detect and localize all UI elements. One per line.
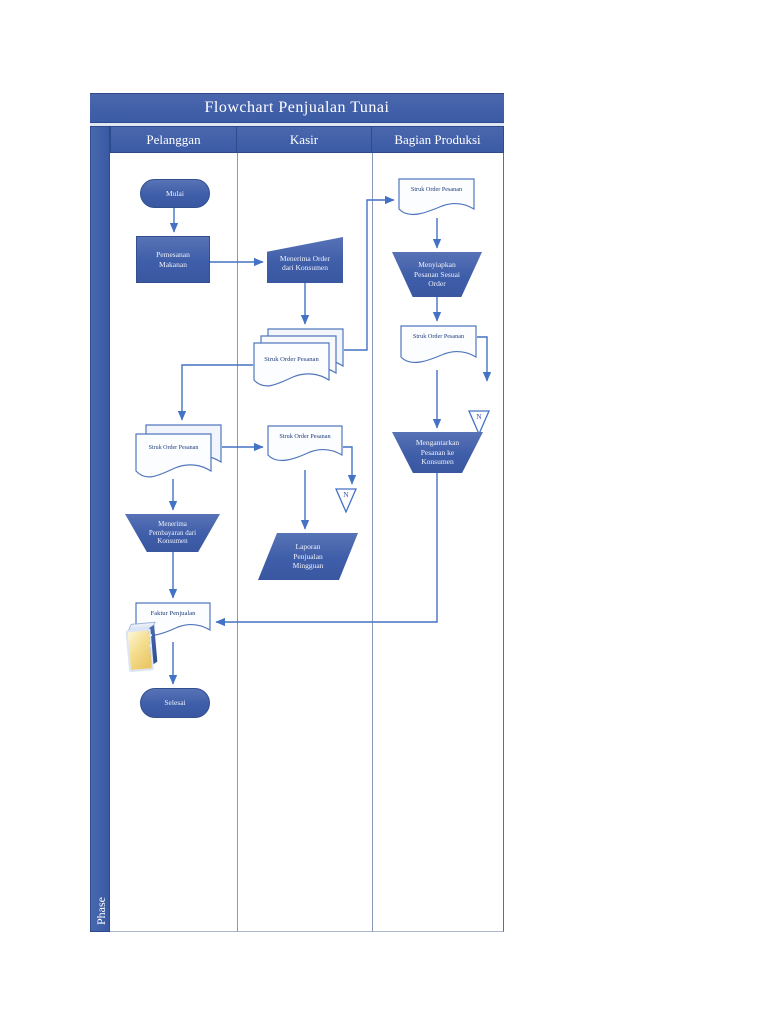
flowchart-page: Flowchart Penjualan Tunai Phase Pelangga… (90, 93, 504, 933)
node-label: N (476, 412, 482, 421)
flowchart-title-text: Flowchart Penjualan Tunai (204, 99, 390, 116)
lane-divider-1 (237, 153, 238, 932)
document-shape (267, 425, 343, 462)
node-label: Struk Order Pesanan (264, 355, 319, 363)
node-label: Pemesanan Makanan (156, 250, 190, 269)
node-start-mulai: Mulai (140, 179, 210, 208)
offpage-connector-shape (468, 410, 490, 435)
node-label: Mulai (166, 188, 184, 198)
lane-header-label: Kasir (289, 131, 319, 147)
flow-connectors (168, 195, 492, 685)
phase-bar: Phase (90, 126, 110, 932)
node-struk-order-pesanan-produksi-2: Struk Order Pesanan (400, 325, 477, 370)
lane-header-pelanggan: Pelanggan (110, 126, 237, 153)
node-laporan-penjualan: Laporan Penjualan Mingguan (258, 533, 358, 580)
edge-struk-kasir2-offpage (343, 446, 357, 485)
multi-document-shape (135, 424, 222, 478)
edge-mengantarkan-faktur (215, 473, 438, 627)
node-struk-order-pesanan-pelanggan: Struk Order Pesanan (135, 424, 222, 479)
lane-header-label: Bagian Produksi (394, 131, 481, 147)
node-label: Struk Order Pesanan (279, 432, 331, 440)
lane-divider-2 (372, 153, 373, 932)
node-struk-order-pesanan-kasir-multi: Struk Order Pesanan (253, 328, 344, 388)
node-pemesanan-makanan: Pemesanan Makanan (136, 236, 210, 283)
lane-header-kasir: Kasir (236, 126, 372, 153)
multi-document-shape (253, 328, 344, 387)
edge-struk-kasir-struk-pelanggan (177, 364, 253, 421)
lane-header-label: Pelanggan (146, 131, 201, 147)
node-label: Laporan Penjualan Mingguan (292, 542, 324, 571)
title-separator (90, 123, 504, 126)
node-offpage-connector-kasir: N (335, 488, 357, 513)
offpage-connector-shape (335, 488, 357, 513)
node-end-selesai: Selesai (140, 688, 210, 718)
edge-struk-kasir-struk-produksi1 (344, 195, 395, 351)
node-label: Menerima Order dari Konsumen (279, 253, 331, 272)
flowchart-title: Flowchart Penjualan Tunai (90, 93, 504, 123)
document-shape (400, 325, 477, 364)
lane-header-bagian-produksi: Bagian Produksi (371, 126, 504, 153)
node-label: Selesai (164, 698, 186, 708)
node-label: Menyiapkan Pesanan Sesuai Order (413, 260, 461, 289)
node-struk-order-pesanan-produksi-1: Struk Order Pesanan (398, 178, 475, 222)
edge-struk-produksi2-offpage (477, 336, 492, 382)
node-offpage-connector-produksi: N (468, 410, 490, 435)
node-label: Struk Order Pesanan (148, 445, 199, 452)
node-struk-order-pesanan-kasir: Struk Order Pesanan (267, 425, 343, 468)
node-label: N (343, 490, 349, 499)
node-label: Faktur Penjualan (150, 609, 196, 617)
node-label: Mengantarkan Pesanan ke Konsumen (415, 438, 460, 467)
node-label: Struk Order Pesanan (410, 186, 463, 194)
document-shape (398, 178, 475, 216)
node-label: Menerima Pembayaran dari Konsumen (148, 519, 197, 546)
node-label: Struk Order Pesanan (412, 333, 465, 341)
